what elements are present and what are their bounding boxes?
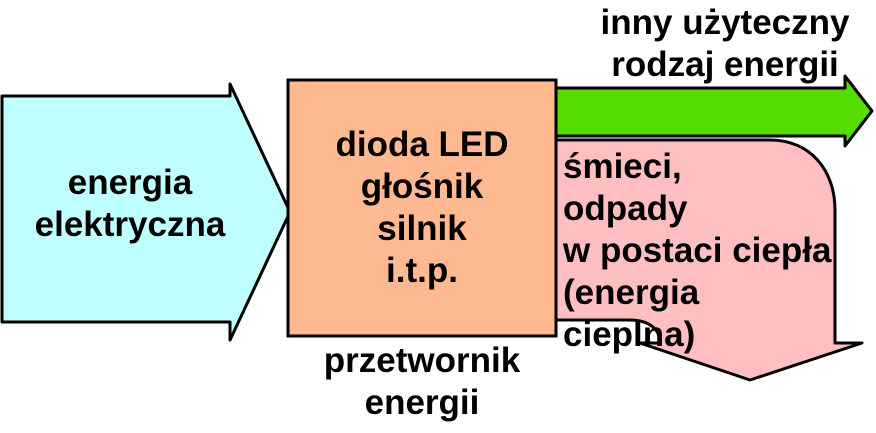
waste-heat-label: śmieci, odpady w postaci ciepła (energia… <box>563 147 832 354</box>
converter-caption: przetwornik energii <box>323 341 521 422</box>
converter-box <box>286 78 558 338</box>
converter-devices-label: dioda LED głośnik silnik i.t.p. <box>335 125 509 290</box>
waste-heat-arrow <box>554 138 864 382</box>
electric-energy-arrow <box>0 82 292 342</box>
useful-energy-label: inny użyteczny rodzaj energii <box>600 3 850 84</box>
electric-energy-label: energia elektryczna <box>34 163 226 244</box>
useful-energy-arrow <box>554 74 874 148</box>
